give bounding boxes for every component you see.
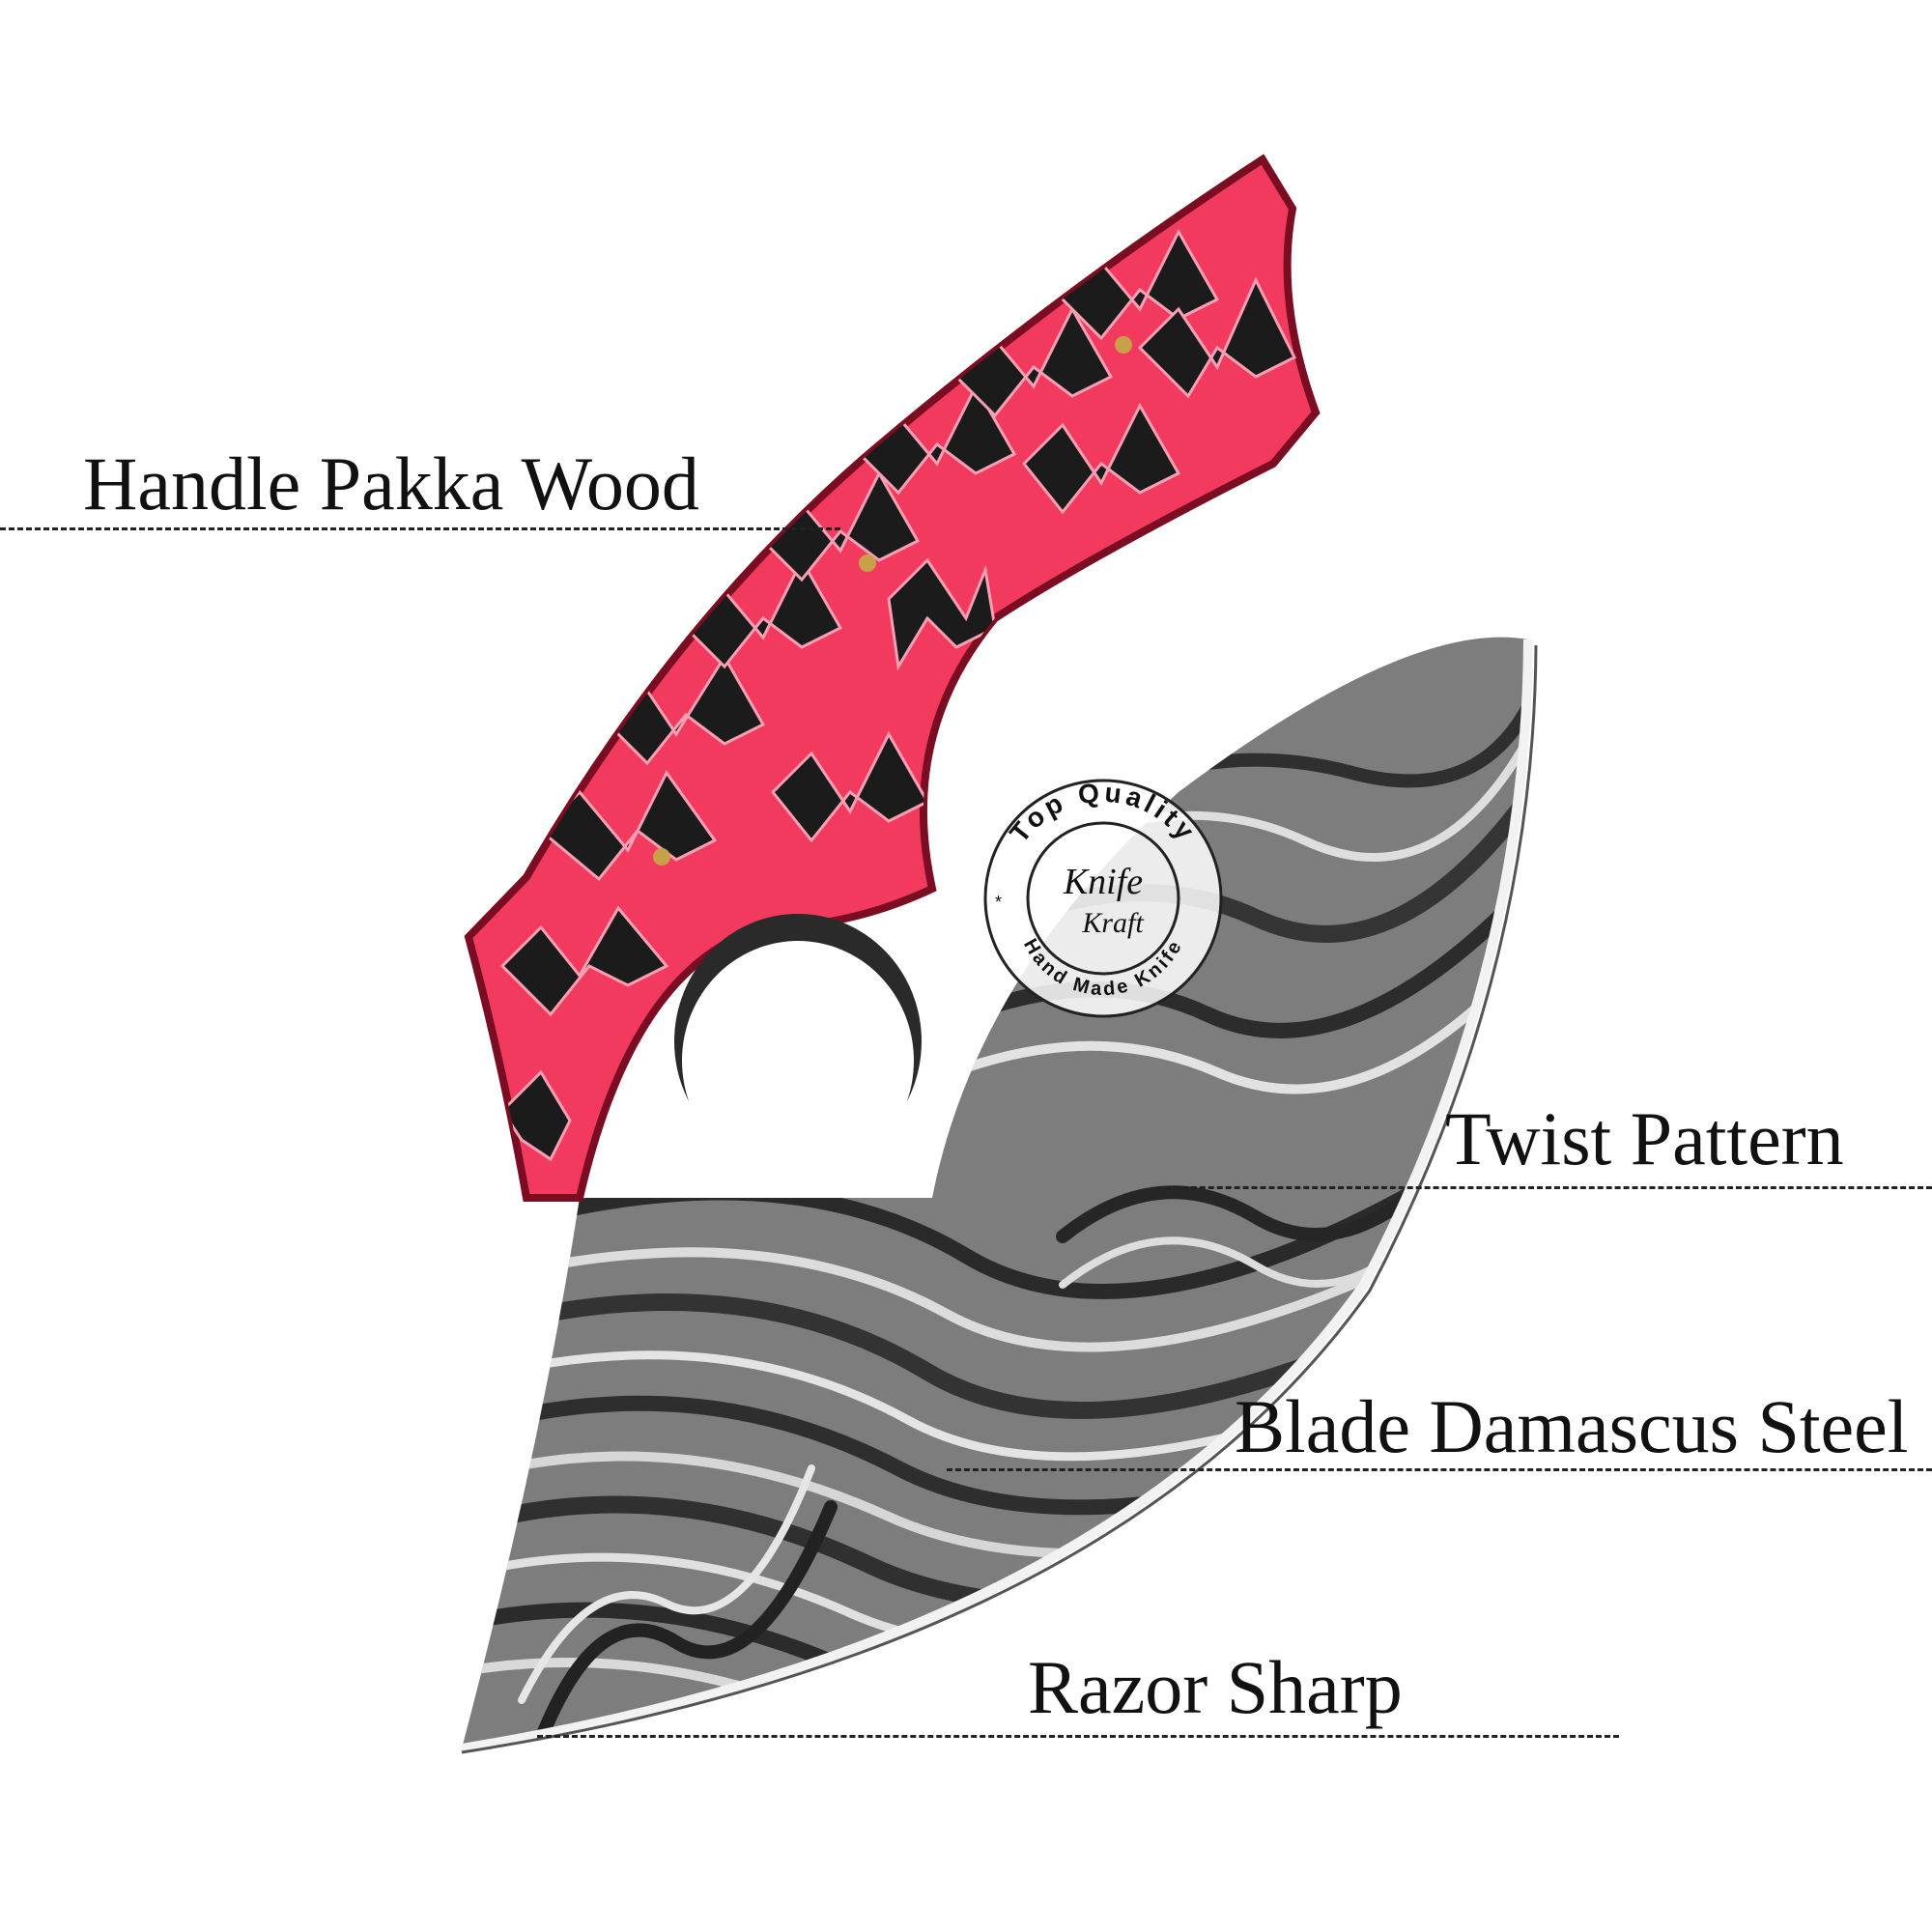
blade-material-label: Blade Damascus Steel: [1235, 1384, 1909, 1468]
razor-leader-line: [537, 1735, 1619, 1738]
twist-pattern-label: Twist Pattern: [1445, 1096, 1844, 1180]
svg-text:Knife: Knife: [1063, 862, 1143, 902]
handle-leader-line: [0, 527, 840, 530]
blade-leader-line: [947, 1468, 1932, 1471]
svg-text:*: *: [995, 893, 1002, 912]
svg-text:Kraft: Kraft: [1081, 907, 1144, 939]
razor-sharp-label: Razor Sharp: [1028, 1645, 1403, 1729]
twist-leader-line: [1165, 1186, 1932, 1189]
sharpened-edge: [461, 639, 1533, 1753]
brass-pin: [1115, 336, 1132, 354]
handle-material-label: Handle Pakka Wood: [83, 441, 699, 526]
finger-hole: [674, 914, 922, 1180]
brass-pin: [859, 554, 876, 572]
knife-kraft-seal-logo: Top Quality Hand Made Knife Knife Kraft …: [983, 777, 1223, 1018]
brass-pin: [653, 848, 670, 866]
